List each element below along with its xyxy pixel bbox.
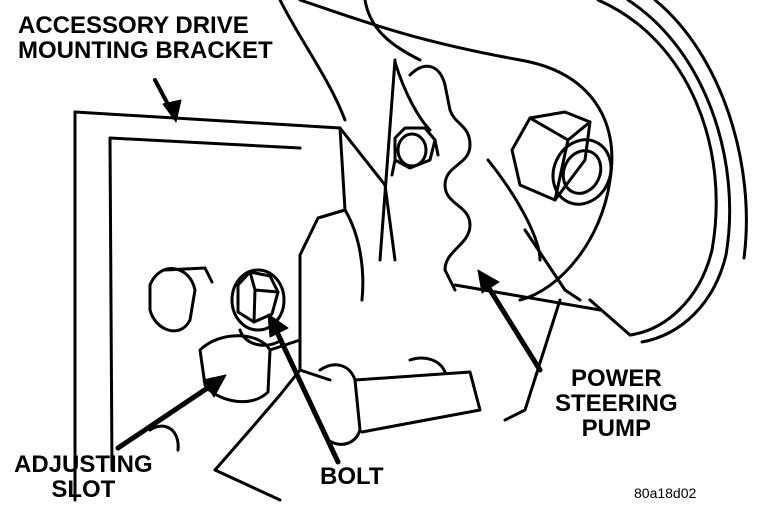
bracket-label-line1: ACCESSORY DRIVE — [18, 12, 249, 39]
pump-leader — [484, 282, 543, 373]
bracket-arrowhead — [162, 99, 182, 123]
pump-label-line3: PUMP — [581, 415, 652, 443]
pump-arrowhead — [477, 269, 500, 294]
adjusting-slot-label: ADJUSTING SLOT — [14, 451, 153, 504]
bolt-label: BOLT — [320, 463, 384, 490]
adjusting-linkage — [198, 334, 482, 446]
pump-body — [298, 0, 614, 422]
slot-label-line2: SLOT — [51, 476, 116, 504]
bolt-arrowhead — [267, 313, 289, 338]
pump-label: POWER STEERING PUMP — [555, 366, 678, 442]
pressure-fitting — [510, 110, 613, 206]
pulley — [588, 0, 748, 344]
upper-bolt — [390, 126, 440, 177]
pump-label-line2: STEERING — [555, 390, 678, 418]
slot-leader — [115, 382, 215, 451]
slot-label-line1: ADJUSTING — [14, 451, 153, 478]
figure-id: 80a18d02 — [634, 485, 697, 501]
mounting-bracket — [73, 0, 397, 502]
bracket-label: ACCESSORY DRIVE MOUNTING BRACKET — [18, 12, 273, 65]
bracket-label-line2: MOUNTING BRACKET — [18, 37, 273, 65]
bolt-leader — [273, 327, 341, 465]
adjuster-bolt — [230, 268, 286, 347]
pump-label-line1: POWER — [571, 365, 662, 392]
slot-arrowhead — [202, 374, 227, 398]
leader-arrows — [115, 78, 543, 465]
